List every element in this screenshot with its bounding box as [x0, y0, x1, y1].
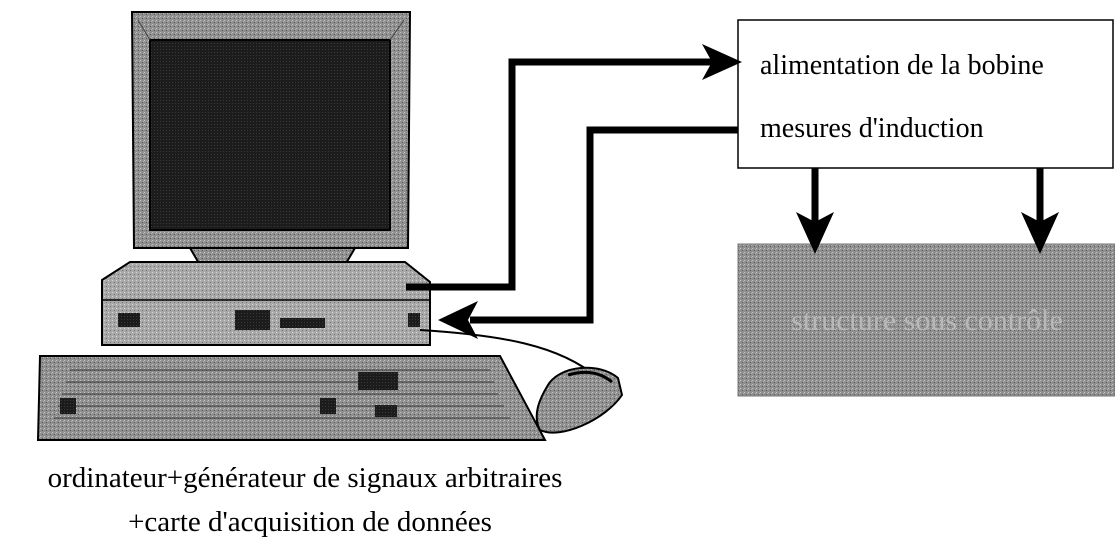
connector-to-box — [406, 44, 742, 291]
keyboard-icon — [36, 355, 547, 441]
connector-from-box — [438, 126, 738, 339]
arrow-head-right — [702, 44, 742, 80]
arrow-head-down — [1021, 212, 1059, 254]
induction-measurement-label: mesures d'induction — [760, 113, 984, 144]
control-box — [737, 19, 1114, 169]
arrow-head-down — [796, 212, 834, 254]
system-unit-icon — [101, 261, 431, 346]
mouse-icon — [419, 329, 624, 434]
connector-box-to-structure-right — [1021, 168, 1059, 254]
computer-illustration — [36, 11, 624, 441]
structure-block — [737, 243, 1115, 397]
connector-box-to-structure-left — [796, 168, 834, 254]
monitor-icon — [130, 11, 412, 279]
coil-supply-label: alimentation de la bobine — [760, 50, 1044, 81]
computer-caption-line1: ordinateur+générateur de signaux arbitra… — [47, 462, 563, 494]
computer-caption-line2: +carte d'acquisition de données — [128, 506, 492, 538]
structure-label: structure sous contrôle — [791, 304, 1063, 337]
arrow-head-left — [438, 301, 478, 339]
